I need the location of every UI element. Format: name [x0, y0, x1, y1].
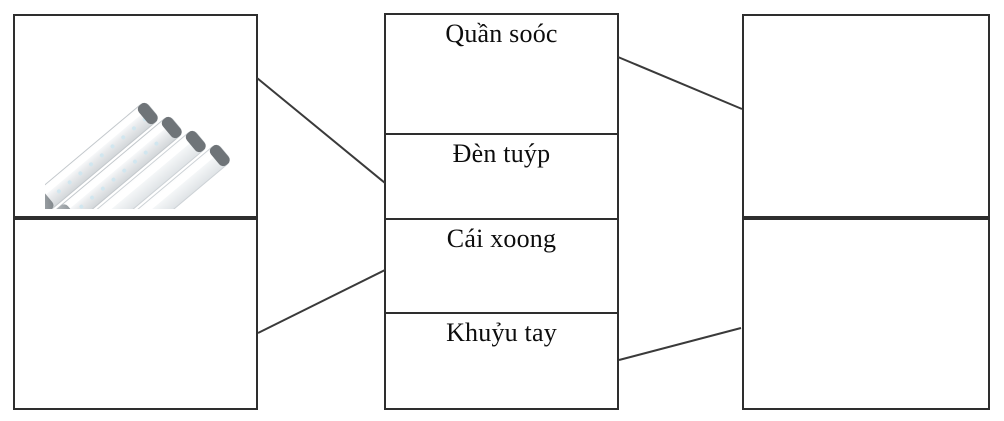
fluorescent-led-tube-lights-icon [45, 102, 230, 209]
label-cell-quan-sooc[interactable]: Quần soóc [386, 15, 617, 135]
picture-box-pot[interactable] [13, 218, 258, 410]
picture-box-tubes[interactable] [13, 14, 258, 218]
label-column: Quần soóc Đèn tuýp Cái xoong Khuỷu tay [384, 13, 619, 410]
label-cell-khuyu-tay[interactable]: Khuỷu tay [386, 314, 617, 408]
label-text-cai-xoong: Cái xoong [446, 224, 557, 253]
picture-box-arm[interactable] [742, 218, 990, 410]
label-cell-cai-xoong[interactable]: Cái xoong [386, 220, 617, 314]
label-text-den-tuyp: Đèn tuýp [452, 139, 551, 168]
label-text-khuyu-tay: Khuỷu tay [446, 318, 557, 347]
label-text-quan-sooc: Quần soóc [445, 19, 558, 48]
connector-quan-sooc-to-shorts[interactable] [617, 56, 743, 110]
picture-box-shorts[interactable] [742, 14, 990, 218]
label-cell-den-tuyp[interactable]: Đèn tuýp [386, 135, 617, 220]
connector-khuyu-tay-to-arm[interactable] [618, 327, 742, 361]
connector-pot-to-cai-xoong[interactable] [257, 269, 386, 334]
connector-tubes-to-den-tuyp[interactable] [256, 77, 386, 184]
